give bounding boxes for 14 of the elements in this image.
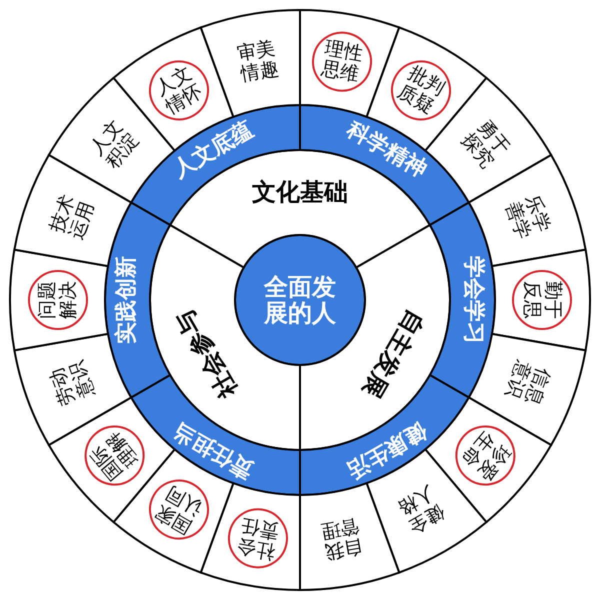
competency-label: 学会学习 <box>460 256 485 344</box>
circled-point-label: 问题解决 <box>28 270 88 330</box>
point-label: 信息意识 <box>501 356 555 410</box>
point-label: 技术运用 <box>45 190 99 244</box>
circled-point-label: 勤于反思 <box>512 270 572 330</box>
point-label: 乐学善学 <box>501 190 555 244</box>
center-label: 全面发展的人 <box>262 274 337 326</box>
domain-label: 自主发展 <box>358 306 429 402</box>
point-label: 自我管理 <box>318 514 366 564</box>
competency-label: 实践创新 <box>115 256 140 344</box>
domain-label: 社会参与 <box>171 306 242 402</box>
competency-label: 健康生活 <box>342 416 430 482</box>
point-label: 审美情趣 <box>234 36 282 86</box>
point-label: 劳动意识 <box>45 356 99 410</box>
